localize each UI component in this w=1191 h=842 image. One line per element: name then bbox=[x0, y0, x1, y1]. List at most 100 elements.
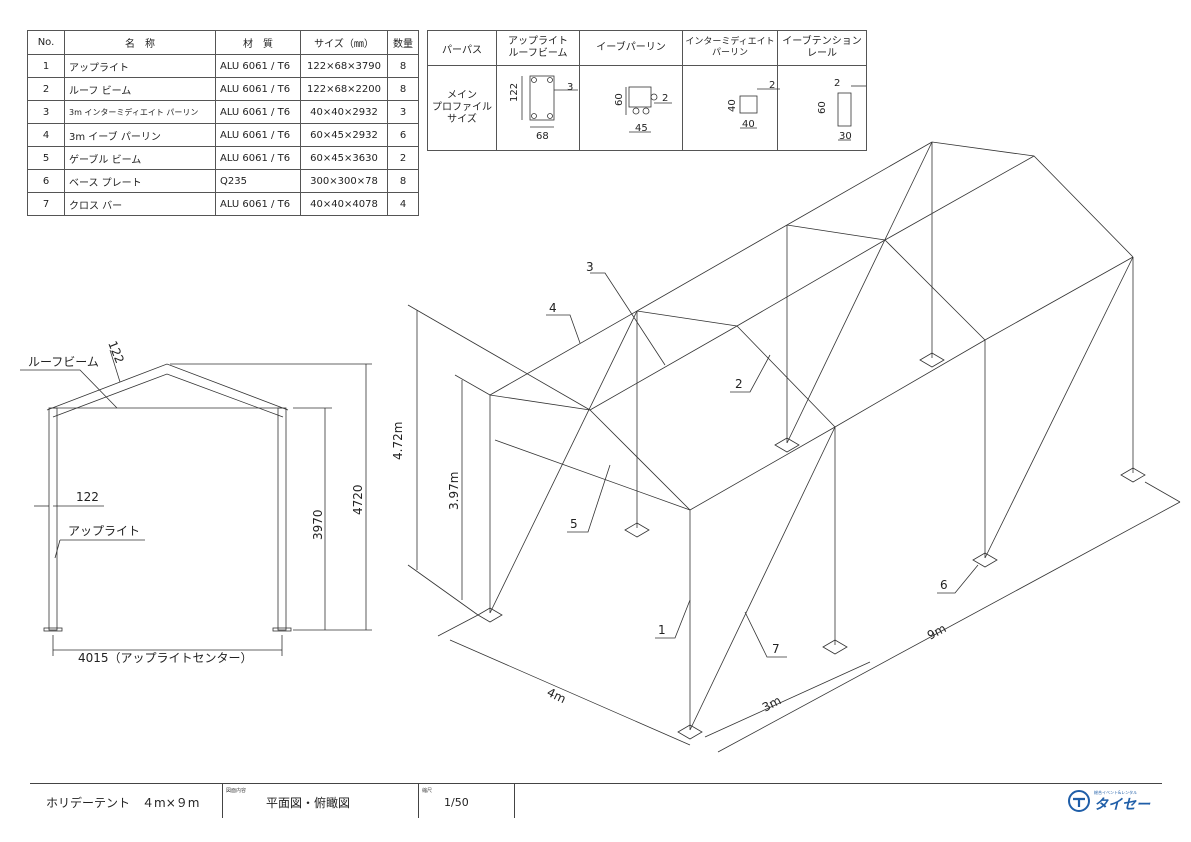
iso-dim-total-height: 4.72m bbox=[391, 422, 405, 460]
part-name: ゲーブル ビーム bbox=[64, 146, 216, 170]
dim-tent-width: 4015（アップライトセンター） bbox=[78, 651, 253, 665]
iso-base-plate bbox=[822, 639, 848, 655]
intermediate-purlin-dim-height: 40 bbox=[727, 99, 738, 112]
iso-gable-beam bbox=[931, 141, 1134, 258]
part-no: 3 bbox=[27, 100, 65, 124]
title-scale-cell: 縮尺 1/50 bbox=[418, 784, 515, 818]
iso-eave-purlin-back bbox=[489, 141, 933, 396]
part-material: Q235 bbox=[215, 169, 301, 193]
callout-7: 7 bbox=[772, 642, 780, 656]
callout-6: 6 bbox=[940, 578, 948, 592]
iso-dim-length: 9m bbox=[925, 621, 949, 642]
profile-cell bbox=[682, 65, 778, 151]
iso-base-plate bbox=[677, 724, 703, 740]
company-logo-text: タイセー bbox=[1094, 797, 1150, 813]
upright-profile-shape bbox=[529, 75, 555, 121]
parts-header-qty: 数量 bbox=[387, 30, 419, 55]
part-size: 40×40×2932 bbox=[300, 100, 388, 124]
tension-rail-dim-thickness: 2 bbox=[834, 78, 840, 89]
title-scale: 1/50 bbox=[444, 796, 469, 809]
profile-table: パーパス アップライト ルーフビーム イーブパーリン インターミディエイト パー… bbox=[427, 30, 867, 151]
iso-ridge bbox=[589, 155, 1035, 411]
tension-rail-dim-height: 60 bbox=[817, 101, 828, 114]
part-material: ALU 6061 / T6 bbox=[215, 100, 301, 124]
part-qty: 8 bbox=[387, 54, 419, 78]
iso-cross-bar bbox=[489, 310, 638, 614]
iso-dim-bay: 3m bbox=[760, 693, 784, 714]
parts-header-row: No. 名 称 材 質 サイズ（㎜） 数量 bbox=[27, 30, 419, 55]
callout-2: 2 bbox=[735, 377, 743, 391]
iso-eave-purlin-front bbox=[689, 256, 1134, 511]
part-name: 3m インターミディエイト パーリン bbox=[64, 100, 216, 124]
profile-col-title: イーブテンション レール bbox=[777, 30, 867, 66]
iso-cross-bar bbox=[689, 426, 836, 731]
upright-profile-hole bbox=[531, 113, 537, 119]
eave-purlin-dim-height: 60 bbox=[614, 93, 625, 106]
iso-gable-beam bbox=[489, 394, 691, 511]
company-logo: 総合イベント&レンタル タイセー bbox=[1068, 790, 1162, 816]
roof-beam-label: ルーフビーム bbox=[28, 355, 99, 369]
intermediate-purlin-dim-width: 40 bbox=[742, 119, 755, 130]
iso-base-plate bbox=[919, 352, 945, 368]
iso-dim-width: 4m bbox=[545, 685, 569, 706]
title-content-caption: 図面内容 bbox=[226, 788, 247, 794]
iso-cross-bar bbox=[786, 141, 933, 444]
callout-5: 5 bbox=[570, 517, 578, 531]
upright-profile-hole bbox=[531, 77, 537, 83]
company-logo-icon bbox=[1068, 790, 1090, 812]
upright-profile-dim-thickness: 3 bbox=[567, 82, 573, 93]
table-row: 3 3m インターミディエイト パーリン ALU 6061 / T6 40×40… bbox=[27, 100, 419, 124]
title-block: ホリデーテント ４m×９m 図面内容 平面図・俯瞰図 縮尺 1/50 総合イベン… bbox=[30, 783, 1162, 818]
eave-purlin-dim-width: 45 bbox=[635, 123, 648, 134]
eave-purlin-profile-hole bbox=[650, 93, 658, 101]
table-row: 4 3m イーブ パーリン ALU 6061 / T6 60×45×2932 6 bbox=[27, 123, 419, 147]
profile-col-title: インターミディエイト パーリン bbox=[682, 30, 778, 66]
tension-rail-dim-width: 30 bbox=[839, 131, 852, 142]
front-elevation-view: ルーフビーム アップライト 122 122 3970 4720 4015（アップ… bbox=[20, 339, 372, 665]
title-product-cell: ホリデーテント ４m×９m bbox=[30, 784, 223, 818]
tension-rail-profile-shape bbox=[837, 92, 852, 127]
intermediate-purlin-dim-thickness: 2 bbox=[769, 80, 775, 91]
part-no: 1 bbox=[27, 54, 65, 78]
part-qty: 6 bbox=[387, 123, 419, 147]
dim-total-height: 4720 bbox=[351, 484, 365, 515]
upright-profile-hole bbox=[547, 113, 553, 119]
upright-profile-hole bbox=[547, 77, 553, 83]
part-name: クロス バー bbox=[64, 192, 216, 216]
iso-base-plate bbox=[477, 607, 503, 623]
profile-body-row: メイン プロファイル サイズ bbox=[427, 65, 867, 151]
dim-upright-width: 122 bbox=[76, 490, 99, 504]
part-no: 4 bbox=[27, 123, 65, 147]
upright-label: アップライト bbox=[68, 524, 140, 538]
profile-row-label: メイン プロファイル サイズ bbox=[427, 65, 497, 151]
company-logo-sub: 総合イベント&レンタル bbox=[1094, 790, 1138, 795]
part-name: 3m イーブ パーリン bbox=[64, 123, 216, 147]
part-qty: 8 bbox=[387, 169, 419, 193]
callout-4: 4 bbox=[549, 301, 557, 315]
part-name: ベース プレート bbox=[64, 169, 216, 193]
part-material: ALU 6061 / T6 bbox=[215, 192, 301, 216]
iso-base-plate bbox=[774, 437, 800, 453]
eave-purlin-profile-hole bbox=[632, 107, 640, 115]
upright-profile-dim-height: 122 bbox=[509, 83, 520, 102]
iso-roof-beam bbox=[636, 310, 836, 428]
title-product: ホリデーテント ４m×９m bbox=[46, 796, 200, 810]
iso-base-plate bbox=[624, 522, 650, 538]
profile-cell bbox=[579, 65, 683, 151]
table-row: 2 ルーフ ビーム ALU 6061 / T6 122×68×2200 8 bbox=[27, 77, 419, 101]
eave-purlin-dim-thickness: 2 bbox=[662, 93, 668, 104]
intermediate-purlin-profile-shape bbox=[739, 95, 758, 114]
upright-profile-dim-width: 68 bbox=[536, 131, 549, 142]
title-scale-caption: 縮尺 bbox=[422, 788, 433, 794]
roof-beam-outer bbox=[46, 363, 289, 411]
part-qty: 4 bbox=[387, 192, 419, 216]
left-base-plate bbox=[43, 627, 63, 632]
title-content: 平面図・俯瞰図 bbox=[266, 796, 351, 810]
part-qty: 3 bbox=[387, 100, 419, 124]
roof-beam-inner bbox=[52, 373, 284, 418]
dim-eave-height: 3970 bbox=[311, 509, 325, 540]
table-row: 5 ゲーブル ビーム ALU 6061 / T6 60×45×3630 2 bbox=[27, 146, 419, 170]
iso-cross-bar bbox=[984, 256, 1134, 559]
parts-header-no: No. bbox=[27, 30, 65, 55]
